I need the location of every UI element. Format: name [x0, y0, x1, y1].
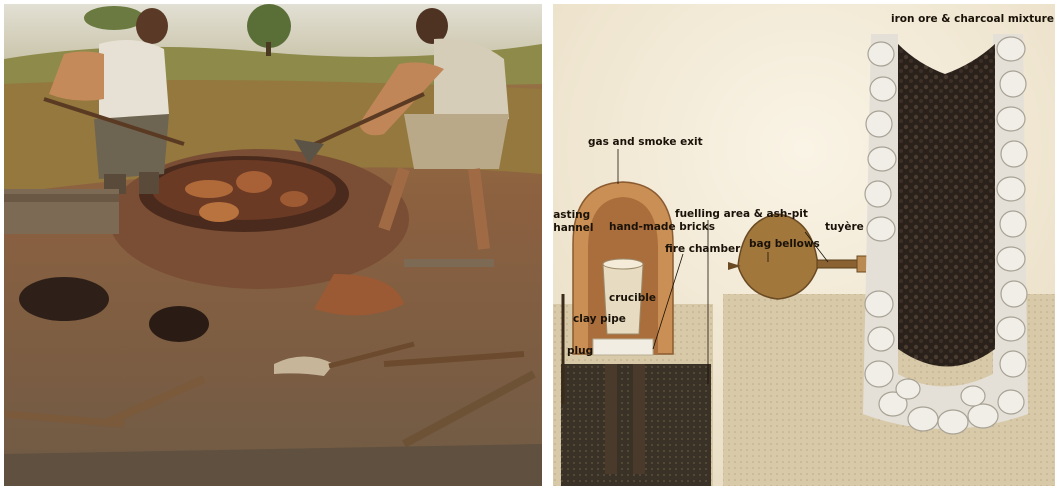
furnace-cross-section-diagram: gas and smoke exit casting channel hand-… [553, 4, 1055, 486]
label-gas-smoke-exit: gas and smoke exit [588, 136, 703, 148]
label-iron-ore-charcoal: iron ore & charcoal mixture [891, 13, 1054, 25]
label-plug: plug [567, 345, 593, 357]
wooden-plank [404, 259, 494, 267]
label-casting-channel-1: casting [553, 209, 590, 221]
label-tuyere: tuyère [825, 221, 864, 233]
shrub [84, 6, 144, 30]
label-clay-pipe: clay pipe [573, 313, 626, 325]
ground-hole [149, 306, 209, 342]
label-bag-bellows: bag bellows [749, 238, 820, 250]
scene-painting [4, 4, 542, 486]
clay-pot [199, 202, 239, 222]
label-hand-made-bricks: hand-made bricks [609, 221, 715, 233]
tree [247, 4, 291, 48]
label-fire-chamber: fire chamber [665, 243, 741, 255]
label-fuelling-area: fuelling area & ash-pit [675, 208, 808, 220]
clay-pot [185, 180, 233, 198]
tuyere-pipe [817, 260, 863, 268]
ironworking-scene-illustration [4, 4, 542, 486]
clay-pot [280, 191, 308, 207]
firebricks [593, 339, 653, 355]
label-casting-channel-2: channel [553, 222, 593, 234]
ground-hole [19, 277, 109, 321]
clay-pot [236, 171, 272, 193]
diagram-canvas: gas and smoke exit casting channel hand-… [553, 4, 1055, 486]
label-crucible: crucible [609, 292, 656, 304]
ore-charcoal-fill [898, 44, 995, 367]
